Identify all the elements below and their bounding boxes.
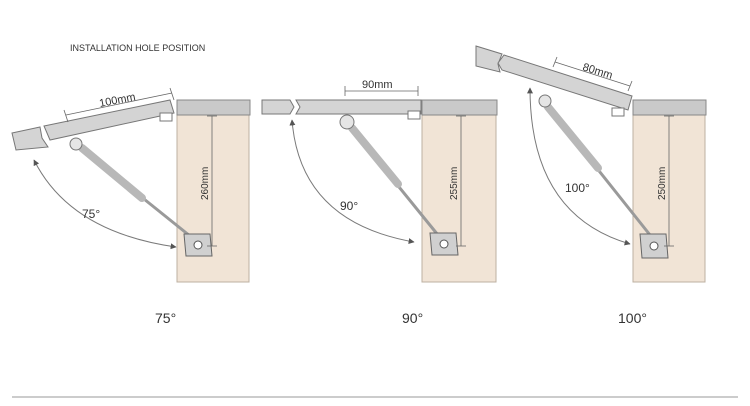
diagram-caption: 90° [402, 310, 423, 326]
diagram-caption: 75° [155, 310, 176, 326]
hinge-block [159, 112, 173, 122]
diagram-90: 90° 90mm 255mm 90° [261, 79, 498, 326]
strut-cylinder [544, 103, 602, 172]
dim-tick [169, 87, 175, 101]
strut-cylinder [78, 144, 146, 202]
vertical-dimension: 255mm [449, 167, 460, 200]
dim-tick [627, 80, 633, 92]
diagram-100: 100° 80mm 250mm 100° [475, 45, 707, 326]
cabinet-side [176, 114, 250, 283]
angle-label: 75° [82, 207, 100, 221]
strut-top-pivot [538, 94, 552, 108]
hinge-block [611, 107, 625, 117]
cabinet-top [421, 99, 498, 116]
strut-top-pivot [69, 137, 83, 151]
dim-line-horizontal [554, 61, 631, 87]
vertical-dimension: 250mm [657, 167, 668, 200]
opening-arc [289, 119, 415, 245]
door-panel-end [261, 99, 295, 115]
diagram-caption: 100° [618, 310, 647, 326]
bracket-pivot [439, 239, 449, 249]
opening-arc [33, 159, 177, 250]
dim-tick [63, 109, 69, 123]
door-panel [295, 99, 422, 115]
bracket-pivot [649, 241, 659, 251]
opening-arc [527, 87, 631, 246]
dim-line-horizontal [65, 92, 173, 116]
strut-cylinder [348, 124, 402, 188]
diagram-75: 75° 100mm 260mm 75° [11, 87, 251, 326]
hinge-block [407, 110, 421, 120]
door-panel [43, 99, 175, 141]
door-panel-end [475, 45, 503, 73]
dim-tick [552, 56, 558, 68]
cabinet-top [176, 99, 251, 116]
bracket-pivot [193, 240, 203, 250]
vertical-dimension: 260mm [200, 167, 211, 200]
angle-label: 90° [340, 199, 358, 213]
angle-label: 100° [565, 181, 590, 195]
door-panel [497, 54, 633, 111]
door-panel-end [11, 126, 49, 151]
cabinet-top [632, 99, 707, 116]
page-title: INSTALLATION HOLE POSITION [70, 43, 205, 53]
strut-top-pivot [339, 114, 355, 130]
horizontal-dimension: 90mm [362, 79, 393, 91]
horizontal-dimension: 80mm [581, 61, 614, 81]
horizontal-dimension: 100mm [98, 91, 136, 110]
